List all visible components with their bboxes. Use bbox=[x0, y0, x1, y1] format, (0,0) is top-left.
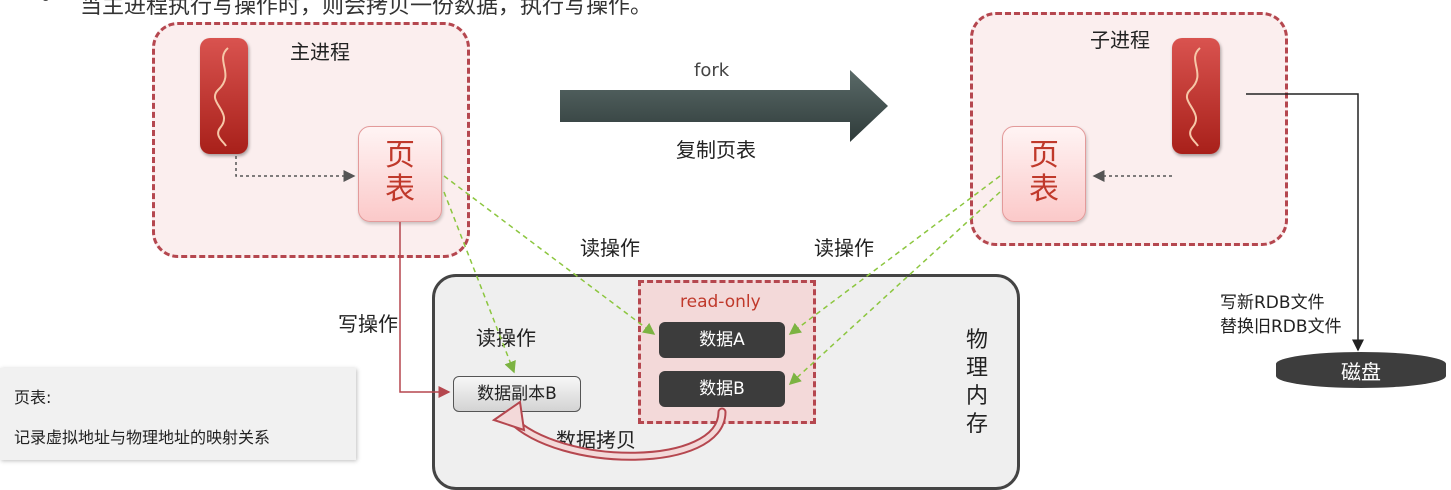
data-a-chip: 数据A bbox=[659, 322, 785, 358]
main-process-icon bbox=[200, 38, 248, 154]
page-table-char-2: 表 bbox=[385, 172, 415, 207]
legend-box: 页表: 记录虚拟地址与物理地址的映射关系 bbox=[0, 368, 356, 460]
legend-title: 页表: bbox=[14, 388, 52, 407]
legend-description: 记录虚拟地址与物理地址的映射关系 bbox=[14, 428, 271, 447]
data-copy-b-chip: 数据副本B bbox=[453, 376, 581, 412]
child-process-icon bbox=[1172, 38, 1220, 154]
read-op-right-label: 读操作 bbox=[814, 236, 874, 260]
data-b-chip: 数据B bbox=[659, 371, 785, 407]
rdb-write-label: 写新RDB文件 bbox=[1220, 293, 1325, 313]
page-table-char-2: 表 bbox=[1029, 172, 1059, 207]
disk-label: 磁盘 bbox=[1341, 360, 1381, 384]
page-table-char-1: 页 bbox=[385, 138, 415, 173]
memory-title-char-4: 存 bbox=[966, 412, 989, 437]
rdb-replace-label: 替换旧RDB文件 bbox=[1220, 317, 1342, 337]
read-op-left-label: 读操作 bbox=[580, 236, 640, 260]
header-text: 当主进程执行写操作时，则会拷贝一份数据，执行写操作。 bbox=[80, 0, 653, 19]
child-page-table: 页 表 bbox=[1002, 126, 1086, 222]
main-page-table: 页 表 bbox=[358, 126, 442, 222]
fork-sublabel: 复制页表 bbox=[676, 138, 756, 162]
memory-title-char-3: 内 bbox=[966, 384, 989, 409]
main-process-title: 主进程 bbox=[290, 40, 350, 64]
child-process-title: 子进程 bbox=[1090, 28, 1150, 52]
read-op-inner-label: 读操作 bbox=[476, 326, 536, 350]
disk-icon: 磁盘 bbox=[1276, 352, 1446, 388]
data-copy-label: 数据拷贝 bbox=[556, 428, 636, 452]
page-table-char-1: 页 bbox=[1029, 138, 1059, 173]
fork-label: fork bbox=[694, 60, 730, 81]
read-only-label: read-only bbox=[680, 292, 761, 312]
write-op-label: 写操作 bbox=[338, 312, 398, 336]
bullet-dot: • bbox=[38, 0, 53, 14]
